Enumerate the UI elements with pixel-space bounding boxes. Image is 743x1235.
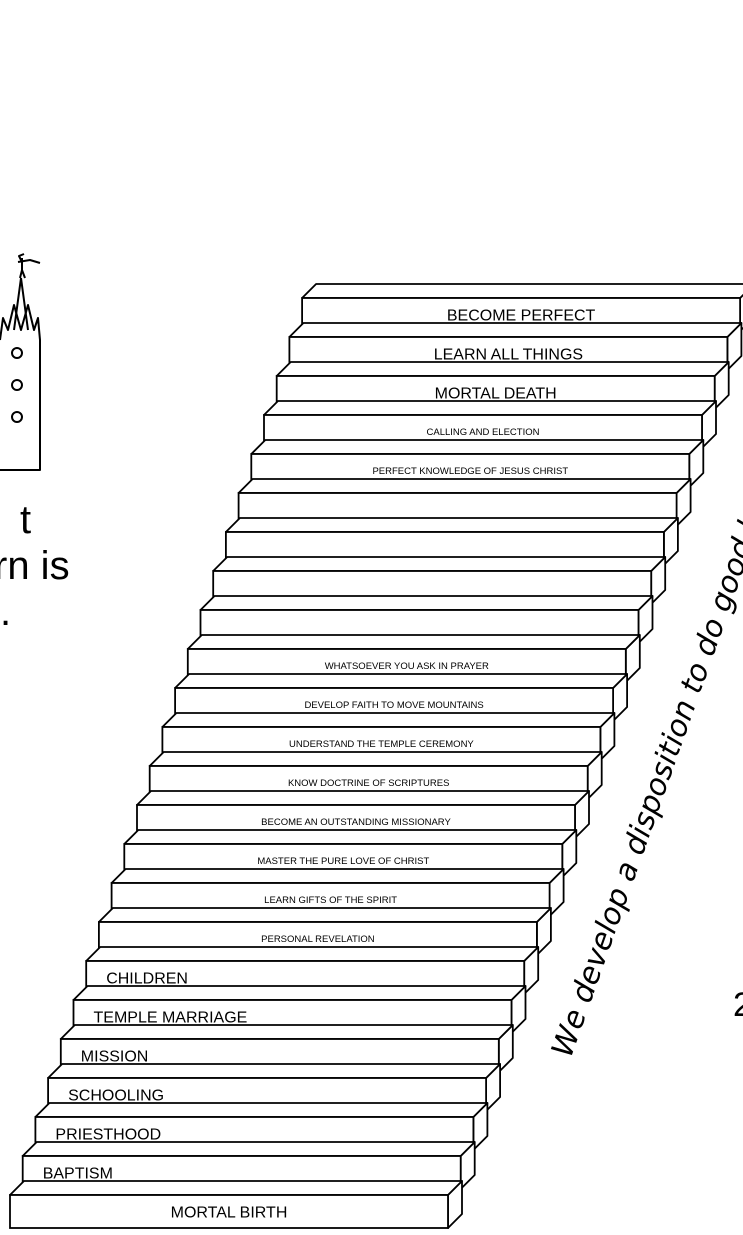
stair-step-label: LEARN ALL THINGS	[434, 347, 583, 364]
stair-step-tread	[98, 907, 552, 923]
stair-step-label: BECOME AN OUTSTANDING MISSIONARY	[261, 817, 451, 828]
stair-step: MORTAL BIRTH	[9, 1180, 463, 1229]
stair-step-label: DEVELOP FAITH TO MOVE MOUNTAINS	[304, 700, 483, 711]
left-cropped-text-line1: t	[20, 498, 32, 542]
left-cropped-text-line3: .	[0, 590, 12, 634]
stair-step-tread	[161, 712, 616, 728]
stair-step-label: MORTAL DEATH	[435, 386, 557, 403]
stair-step-tread	[47, 1063, 502, 1079]
stair-step-tread	[174, 673, 628, 689]
stair-step-tread	[224, 517, 679, 533]
stair-step-label: KNOW DOCTRINE OF SCRIPTURES	[288, 778, 450, 789]
stair-step-tread	[85, 946, 540, 962]
stair-step-label: SCHOOLING	[68, 1088, 164, 1105]
stair-step-tread	[123, 829, 578, 845]
stair-step-label: UNDERSTAND THE TEMPLE CEREMONY	[289, 739, 474, 750]
stair-step-tread	[9, 1180, 463, 1196]
stair-step-tread	[34, 1102, 489, 1118]
stairs: BECOME PERFECT LEARN ALL THINGS MORTAL DEA…	[9, 283, 743, 1229]
right-edge-cropped-text: 2	[733, 986, 743, 1024]
stair-step-tread	[250, 439, 705, 455]
stair-step-label: MORTAL BIRTH	[171, 1205, 288, 1222]
stair-step-tread	[186, 634, 641, 650]
stair-step-label: MASTER THE PURE LOVE OF CHRIST	[257, 856, 429, 867]
stair-step-tread	[136, 790, 590, 806]
stair-step-tread	[288, 322, 743, 338]
stair-step-tread	[199, 595, 654, 611]
stair-step-label: BAPTISM	[43, 1166, 113, 1183]
stair-step-tread	[59, 1024, 514, 1040]
stair-step-label: PERSONAL REVELATION	[261, 934, 375, 945]
stair-step-tread	[301, 283, 743, 299]
temple-icon	[0, 253, 41, 471]
stair-step-label: WHATSOEVER YOU ASK IN PRAYER	[325, 661, 489, 672]
stair-step-label: CHILDREN	[106, 971, 188, 988]
stair-step-tread	[110, 868, 565, 884]
stair-step-tread	[148, 751, 603, 767]
stair-step-label: BECOME PERFECT	[447, 308, 596, 325]
stair-step-label: CALLING AND ELECTION	[427, 427, 540, 438]
stair-step-tread	[21, 1141, 476, 1157]
stair-step-tread	[275, 361, 730, 377]
stair-step-label: PERFECT KNOWLEDGE OF JESUS CHRIST	[372, 466, 568, 477]
stair-step-face	[9, 1194, 449, 1229]
stair-step-tread	[237, 478, 692, 494]
stair-step-label: PRIESTHOOD	[55, 1127, 161, 1144]
stair-step-label: LEARN GIFTS OF THE SPIRIT	[264, 895, 397, 906]
stair-step-label: TEMPLE MARRIAGE	[94, 1010, 248, 1027]
left-cropped-text-line2: rn is	[0, 544, 70, 588]
stair-step-tread	[212, 556, 667, 572]
stair-step: SCHOOLING	[47, 1063, 502, 1112]
stair-step-tread	[72, 985, 527, 1001]
stair-step-label: MISSION	[81, 1049, 149, 1066]
stair-step-tread	[263, 400, 717, 416]
